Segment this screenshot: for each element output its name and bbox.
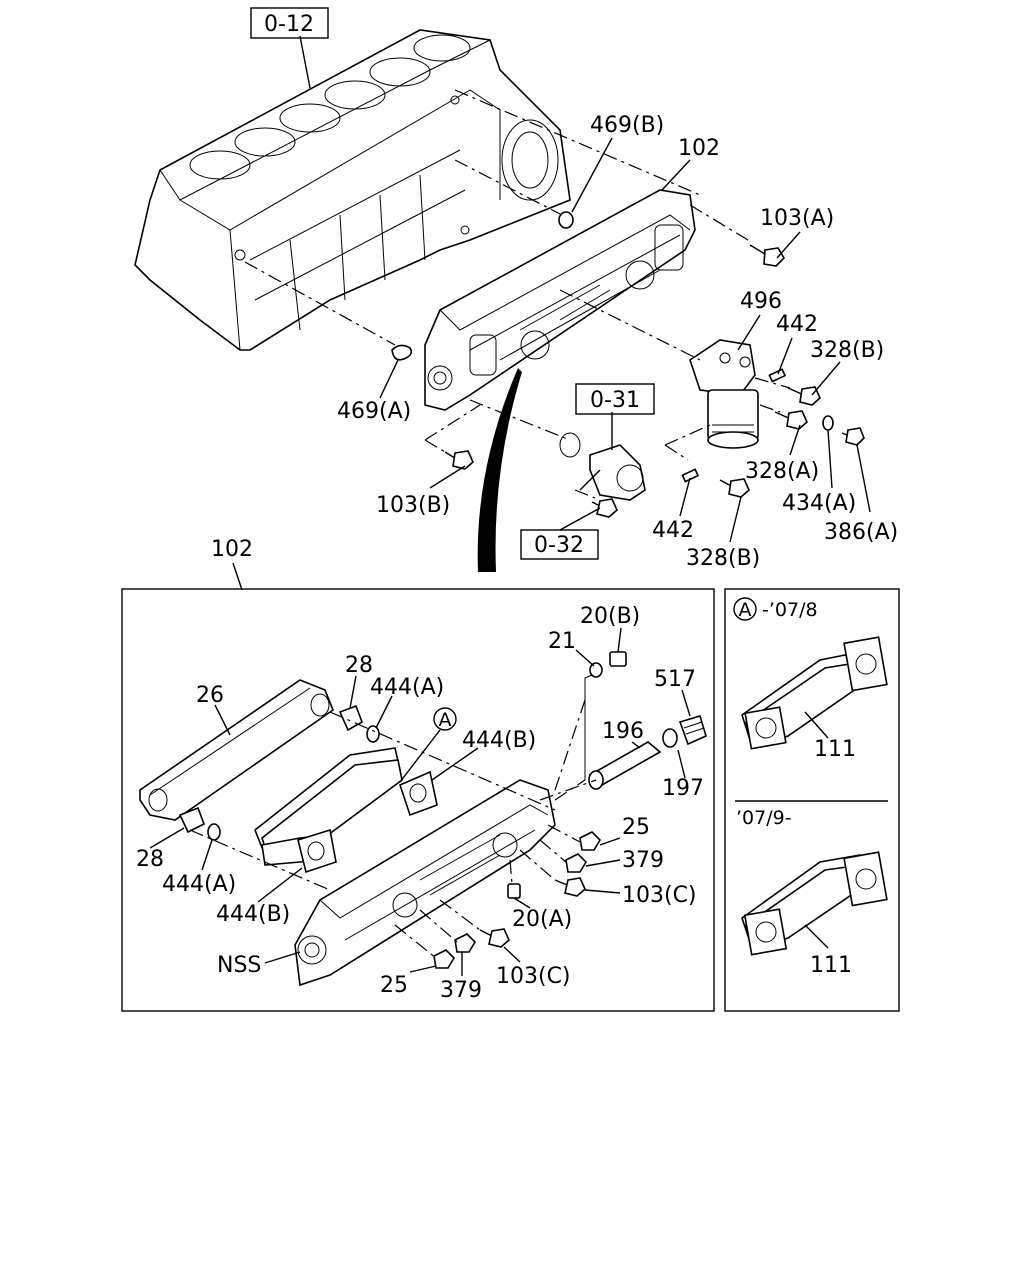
ref-oil-filter: 0-31	[590, 388, 640, 413]
clip-442-top	[768, 368, 787, 383]
cooler-plate-26	[139, 679, 334, 821]
detail-title: 102	[211, 537, 253, 562]
callout-103b: 103(B)	[376, 493, 450, 518]
variant-range-1: -’07/8	[762, 599, 818, 621]
alignment-lines-detail	[189, 699, 597, 959]
callout-103a: 103(A)	[760, 206, 834, 231]
o-ring-197	[662, 728, 678, 748]
o-ring-469b	[558, 211, 574, 229]
callout-469a: 469(A)	[337, 399, 411, 424]
callout-20a: 20(A)	[512, 907, 572, 932]
callout-28-top: 28	[345, 653, 373, 678]
gasket-28-bottom	[178, 806, 206, 834]
callout-25-bottom: 25	[380, 973, 408, 998]
callout-nss: NSS	[217, 953, 261, 978]
bolt-328a	[774, 410, 808, 430]
oil-filter-body	[689, 339, 759, 449]
callout-103c-right: 103(C)	[622, 883, 697, 908]
callout-21: 21	[548, 629, 576, 654]
callout-328b-top: 328(B)	[810, 338, 884, 363]
bolt-328b-top	[787, 386, 821, 406]
plug-20b	[609, 651, 627, 667]
callout-379-bottom: 379	[440, 978, 482, 1003]
callout-379-right: 379	[622, 848, 664, 873]
bolt-103c-bottom	[479, 928, 510, 948]
callout-328b-bottom: 328(B)	[686, 546, 760, 571]
variant-mark-circle	[733, 597, 757, 621]
bolt-386a	[841, 427, 865, 446]
variant-part-2: 111	[810, 953, 852, 978]
gasket-28-top	[338, 704, 363, 732]
callout-444b-bottom: 444(B)	[216, 902, 290, 927]
ref-block: 0-12	[264, 12, 314, 37]
variant-frame	[724, 588, 900, 1012]
bolt-103b	[444, 450, 474, 470]
bolt-103a	[749, 244, 786, 267]
callout-197: 197	[662, 776, 704, 801]
gasket-444b-top	[399, 770, 438, 817]
callout-386a: 386(A)	[824, 520, 898, 545]
mark-a-circle	[433, 707, 457, 731]
callout-103c-bottom: 103(C)	[496, 964, 571, 989]
filter-base	[559, 432, 646, 501]
nut-25-bottom	[433, 949, 456, 969]
variant-range-2: ’07/9-	[736, 807, 792, 829]
plug-517	[678, 715, 707, 746]
washer-21	[589, 662, 603, 678]
variant-mark: A	[739, 599, 752, 621]
ref-box-filter-base	[520, 529, 599, 560]
gasket-434a	[822, 415, 834, 431]
nut-379-right	[565, 853, 588, 873]
callout-20b: 20(B)	[580, 604, 640, 629]
callout-196: 196	[602, 719, 644, 744]
valve-196	[588, 741, 662, 790]
callout-496: 496	[740, 289, 782, 314]
callout-517: 517	[654, 667, 696, 692]
plug-20a	[507, 883, 521, 899]
ref-box-block	[250, 7, 329, 39]
clip-442-bottom	[681, 468, 700, 483]
ref-filter-base: 0-32	[534, 533, 584, 558]
callout-469b: 469(B)	[590, 113, 664, 138]
o-ring-469a	[391, 344, 413, 361]
detail-hardware	[433, 651, 707, 969]
o-ring-444a-top	[366, 725, 380, 743]
variant-part-1: 111	[814, 737, 856, 762]
nut-25-right	[579, 831, 602, 851]
callout-25-right: 25	[622, 815, 650, 840]
gasket-444b-bottom	[297, 828, 337, 874]
callout-444a-bottom: 444(A)	[162, 872, 236, 897]
nut-379-bottom	[454, 933, 477, 953]
bolt-328b-bottom	[719, 478, 750, 498]
callout-328a: 328(A)	[745, 459, 819, 484]
leader-lines-detail	[149, 627, 691, 976]
cooler-element-late	[741, 851, 888, 956]
callout-102: 102	[678, 136, 720, 161]
cooler-body-detail	[294, 779, 556, 987]
oil-cooler-assembly-upper	[424, 189, 696, 411]
bolt-filter-base	[591, 498, 618, 518]
bolt-103c-right	[554, 877, 586, 897]
mark-a: A	[439, 709, 452, 731]
detail-callouts: 20(B) 21 28 444(A) 26 517 444(B) 196 197…	[136, 604, 704, 1003]
callout-442-bottom: 442	[652, 518, 694, 543]
callout-444b-top: 444(B)	[462, 728, 536, 753]
hardware-upper	[391, 211, 865, 518]
callout-444a-top: 444(A)	[370, 675, 444, 700]
cooler-element-early	[741, 636, 888, 750]
detail-frame	[121, 588, 715, 1012]
cylinder-block	[134, 29, 571, 351]
detail-guide	[584, 674, 593, 780]
leader-lines-upper	[299, 35, 871, 543]
o-ring-444a-bottom	[207, 823, 221, 841]
alignment-lines-upper	[244, 89, 791, 499]
ref-box-oil-filter	[575, 383, 655, 415]
callout-434a: 434(A)	[782, 491, 856, 516]
callout-28-bottom: 28	[136, 847, 164, 872]
detail-arrow	[477, 368, 522, 572]
callout-26: 26	[196, 683, 224, 708]
callout-442-top: 442	[776, 312, 818, 337]
upper-callouts: 469(B) 102 103(A) 496 442 328(B) 469(A) …	[337, 113, 898, 571]
